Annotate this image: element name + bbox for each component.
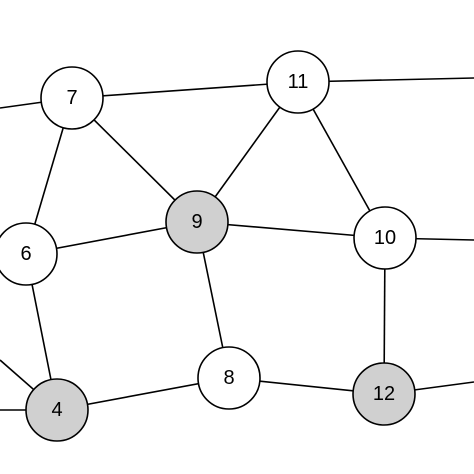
node-label: 9: [191, 211, 202, 233]
node-label: 7: [66, 87, 77, 109]
node-8: 8: [197, 346, 261, 410]
node-label: 12: [373, 383, 395, 405]
node-12: 12: [352, 362, 416, 426]
node-circle-7: [40, 66, 104, 130]
node-7: 7: [40, 66, 104, 130]
node-circle-6: [0, 222, 58, 286]
node-label: 4: [51, 399, 62, 421]
node-9: 9: [165, 190, 229, 254]
node-label: 11: [288, 71, 309, 93]
node-label: 6: [20, 243, 31, 265]
node-circle-9: [165, 190, 229, 254]
node-label: 10: [374, 227, 396, 249]
node-circle-8: [197, 346, 261, 410]
nodes-layer: 7 11 9 6 10 8 12 4: [0, 50, 417, 442]
node-circle-11: [266, 50, 330, 114]
node-10: 10: [353, 206, 417, 270]
node-circle-4: [25, 378, 89, 442]
node-4: 4: [25, 378, 89, 442]
edge-n7-n11: [71, 81, 299, 99]
node-circle-10: [353, 206, 417, 270]
node-6: 6: [0, 222, 58, 286]
node-11: 11: [266, 50, 330, 114]
node-circle-12: [352, 362, 416, 426]
node-label: 8: [223, 367, 234, 389]
